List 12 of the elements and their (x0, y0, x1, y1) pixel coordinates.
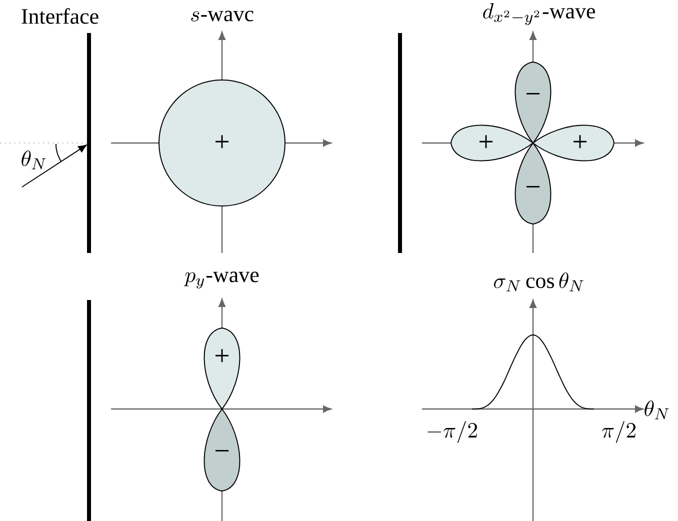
axis-label: $\theta_N$ (644, 400, 669, 420)
orbital-lobe: − (514, 62, 552, 144)
panel-title: $p_y\mbox{-wave}$ (184, 272, 259, 289)
orbital-lobe: + (450, 124, 534, 162)
orbital-lobe: − (514, 142, 552, 224)
tick-label: $-\pi/2$ (428, 421, 477, 443)
tick-label: $\pi/2$ (602, 421, 636, 443)
orbital-lobe: + (204, 328, 240, 410)
panel-title: $s\mbox{-wavc}$ (191, 10, 254, 22)
angle-label: $\theta_N$ (22, 150, 46, 170)
orbital-lobe: − (204, 408, 240, 492)
orbital-lobe: + (532, 124, 614, 162)
